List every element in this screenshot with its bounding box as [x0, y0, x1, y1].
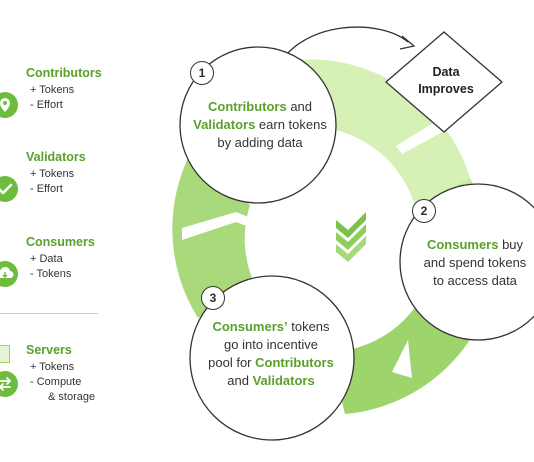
legend-line: & storage: [48, 391, 96, 403]
step-text-span: and: [227, 373, 253, 388]
data-improves-diamond: [385, 31, 503, 133]
swap-arrows-icon: [0, 371, 18, 397]
step-text-span: go into incentive: [224, 337, 318, 352]
highlight-term: Consumers’: [212, 319, 288, 334]
server-stack-icon: [0, 345, 10, 363]
data-improves-line: Improves: [418, 82, 474, 96]
step-text-span: and spend tokens: [423, 255, 527, 270]
data-improves-label: Data Improves: [418, 64, 474, 98]
step-text-span: pool for: [208, 355, 256, 370]
step-text-line: Contributors and: [180, 98, 340, 116]
step-text-span: buy: [498, 237, 524, 252]
arrow-head-icon: [399, 35, 416, 50]
highlight-term: Validators: [252, 373, 315, 388]
legend-title-validators: Validators: [26, 150, 86, 164]
highlight-term: Consumers: [426, 237, 499, 252]
highlight-term: Validators: [193, 117, 256, 132]
step-number-3: 3: [201, 286, 225, 310]
legend-line: - Tokens: [30, 268, 72, 280]
cloud-download-icon: [0, 261, 18, 287]
legend-line: + Tokens: [30, 84, 75, 96]
legend-title-consumers: Consumers: [26, 235, 95, 249]
step-text-line: Validators earn tokens: [180, 116, 340, 134]
step-number-1: 1: [190, 61, 214, 85]
step-text-span: by adding data: [217, 135, 303, 150]
legend-line: - Effort: [30, 183, 63, 195]
step-text-line: and Validators: [196, 372, 346, 390]
legend-title-contributors: Contributors: [26, 66, 102, 80]
highlight-term: Contributors: [207, 99, 287, 114]
ring-chevron: [182, 212, 286, 240]
legend-line: - Compute: [30, 376, 82, 388]
step-text-line: pool for Contributors: [196, 354, 346, 372]
ring-notch: [392, 340, 412, 378]
step-circle-3: [189, 275, 355, 441]
step-text-line: Consumers buy: [400, 236, 534, 254]
step-circle-1: [179, 46, 337, 204]
highlight-term: Contributors: [255, 355, 334, 370]
legend-line: + Tokens: [30, 361, 75, 373]
legend-line: - Effort: [30, 99, 63, 111]
location-pin-icon: [0, 92, 18, 118]
step-text-span: earn tokens: [255, 117, 327, 132]
checkmark-icon: [0, 176, 18, 202]
step-circle-2: [399, 183, 534, 341]
step-text-span: to access data: [433, 273, 517, 288]
legend-divider: [0, 313, 98, 314]
step-number-2: 2: [412, 199, 436, 223]
step-text-span: tokens: [287, 319, 330, 334]
step-text-span: and: [286, 99, 313, 114]
legend: Contributors + Tokens - Effort Validator…: [0, 0, 130, 462]
data-improves-line: Data: [432, 65, 460, 79]
center-logo-icon: [336, 212, 366, 262]
ring-notch: [396, 120, 446, 154]
step-text-line: Consumers’ tokens: [196, 318, 346, 336]
legend-line: + Tokens: [30, 168, 75, 180]
step-text-line: and spend tokens: [400, 254, 534, 272]
legend-line: + Data: [30, 253, 63, 265]
step-text-line: go into incentive: [196, 336, 346, 354]
step-text-line: to access data: [400, 272, 534, 290]
step-text-line: by adding data: [180, 134, 340, 152]
legend-title-servers: Servers: [26, 343, 72, 357]
